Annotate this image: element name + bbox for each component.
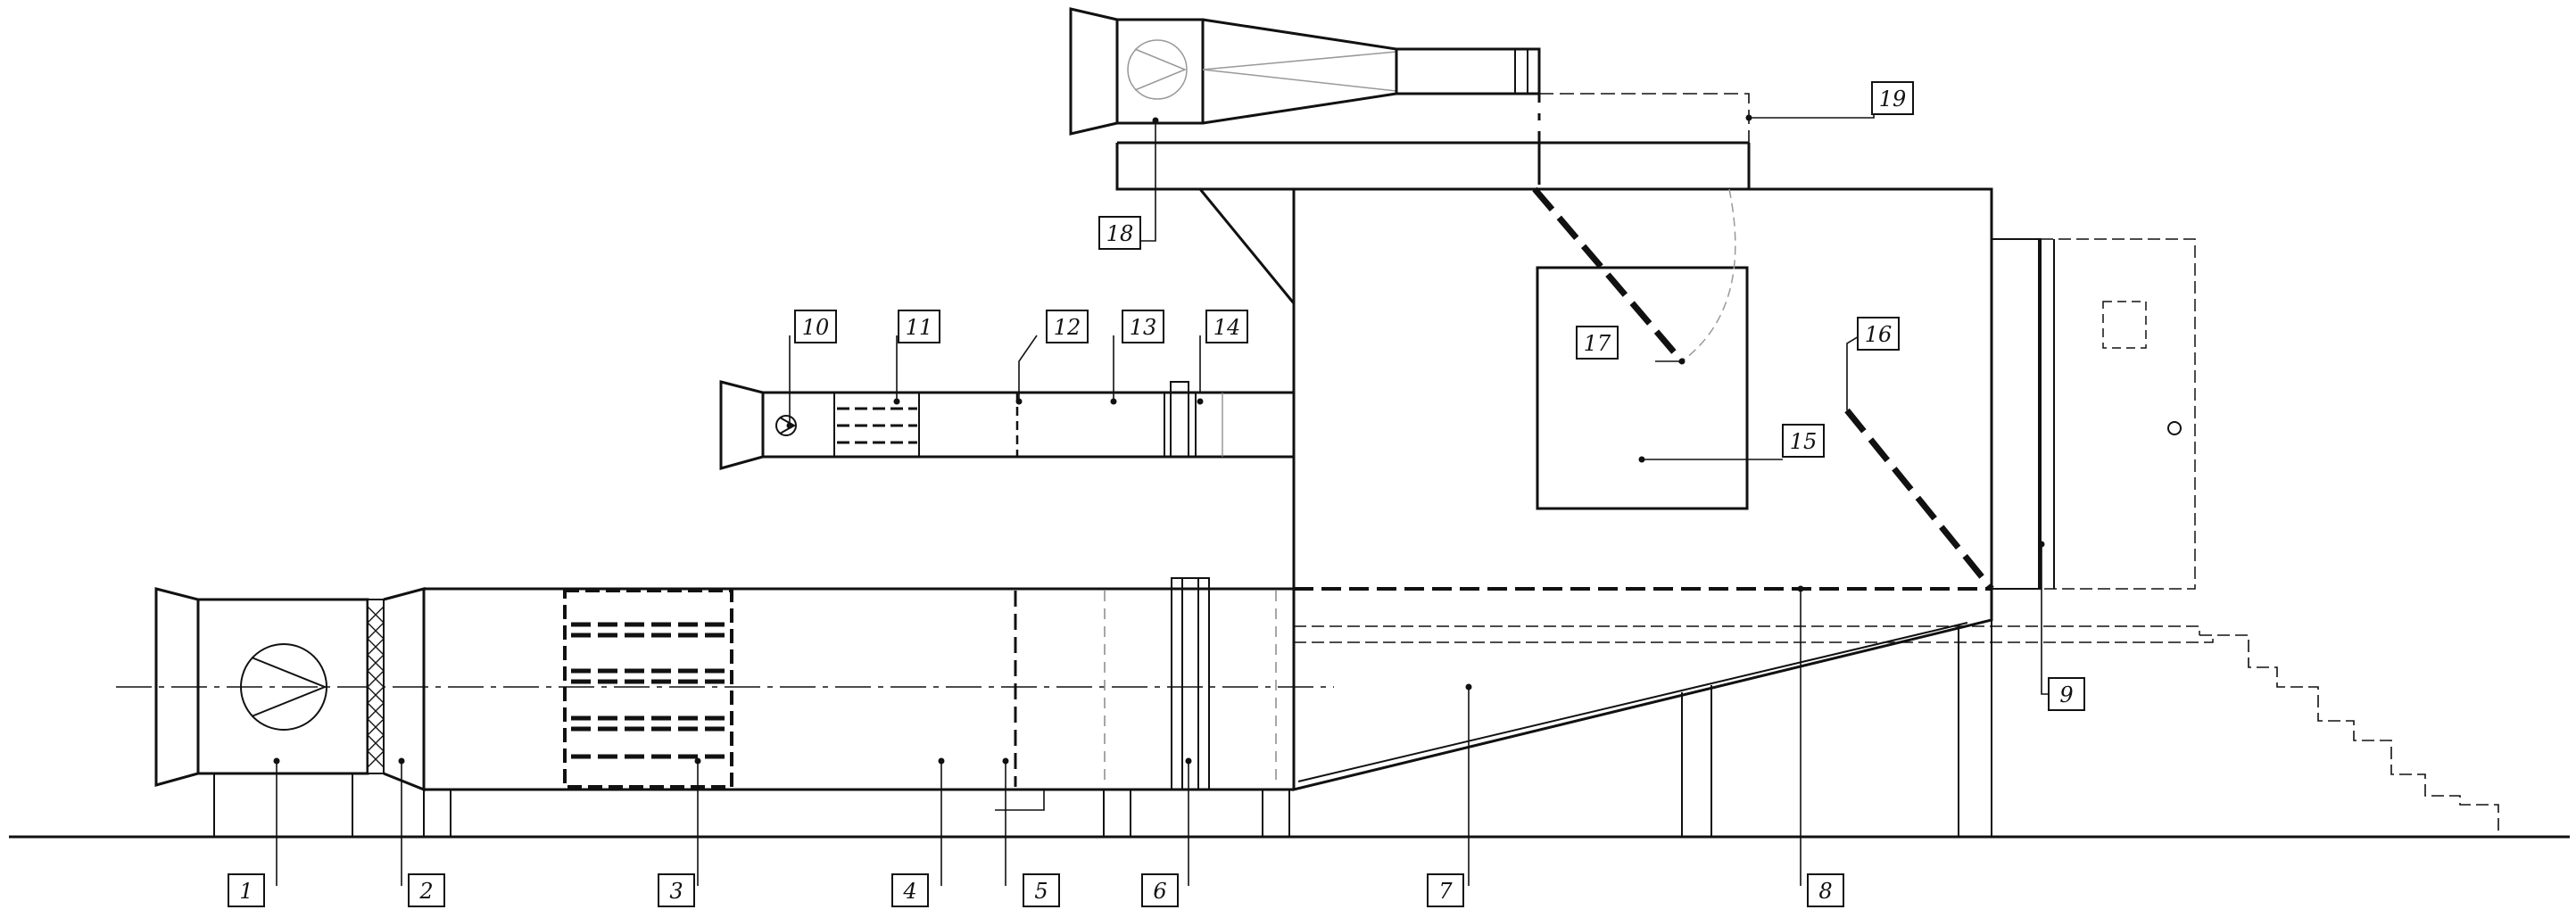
- callout-9: 9: [2048, 677, 2085, 711]
- upper-diffuser-inner: [1202, 51, 1397, 92]
- duct-body: [424, 587, 1294, 791]
- callout-3-label: 3: [669, 879, 683, 904]
- flap-16: [1844, 408, 1994, 591]
- callout-14: 14: [1205, 310, 1248, 343]
- upper-bellmouth: [1069, 7, 1119, 136]
- mid-bellmouth: [719, 380, 765, 470]
- chamber-supports: [1681, 620, 1992, 837]
- lower-duct: [154, 577, 1296, 837]
- ramp-line: [1297, 622, 1968, 782]
- upper-fan-circle: [1127, 39, 1188, 100]
- callout-12: 12: [1046, 310, 1089, 343]
- heat-exchanger: [563, 589, 733, 789]
- observation-window: [1536, 266, 1749, 510]
- callout-16-label: 16: [1865, 322, 1893, 347]
- stairs: [2199, 634, 2499, 837]
- callout-2: 2: [408, 873, 445, 907]
- upper-platform: [1115, 141, 1751, 191]
- upper-fan-housing: [1115, 18, 1205, 125]
- callout-9-label: 9: [2059, 682, 2073, 707]
- upper-duct-body: [1395, 47, 1541, 95]
- transition-section: [383, 587, 426, 792]
- callout-4-label: 4: [902, 879, 916, 904]
- mid-duct-body: [761, 391, 1294, 459]
- callout-7: 7: [1427, 873, 1464, 907]
- callout-10-label: 10: [802, 315, 830, 340]
- rail-dashed: [1294, 625, 2214, 643]
- callout-19-label: 19: [1879, 87, 1907, 112]
- callout-7-label: 7: [1438, 879, 1453, 904]
- callout-13-label: 13: [1130, 315, 1157, 340]
- chamber-bracing: [1198, 188, 1296, 304]
- callout-5-label: 5: [1034, 879, 1048, 904]
- callout-16: 16: [1857, 317, 1900, 351]
- probe-holder: [1171, 577, 1210, 790]
- upper-fan-triangle: [1134, 48, 1187, 91]
- upper-diffuser: [1202, 18, 1398, 125]
- callout-19: 19: [1871, 81, 1914, 115]
- side-door: [1991, 238, 2196, 590]
- honeycomb-hatch: [367, 606, 385, 768]
- callout-8-label: 8: [1818, 879, 1832, 904]
- upper-dashed-ext: [1539, 93, 1750, 143]
- callout-17: 17: [1576, 326, 1619, 360]
- callout-13: 13: [1122, 310, 1164, 343]
- callout-11: 11: [898, 310, 940, 343]
- flap-17-arc: [1681, 188, 1736, 362]
- callout-10: 10: [794, 310, 837, 343]
- heat-exchanger-tubes: [571, 622, 727, 759]
- test-chamber: [1198, 186, 2214, 837]
- mid-heater-tubes: [837, 407, 917, 444]
- callout-1-label: 1: [239, 879, 253, 904]
- callout-15: 15: [1782, 424, 1825, 458]
- callout-12-label: 12: [1054, 315, 1081, 340]
- callout-15-label: 15: [1790, 429, 1818, 454]
- callout-8: 8: [1807, 873, 1844, 907]
- leader-lines: [276, 98, 2049, 886]
- upper-duct: [1069, 7, 1751, 191]
- mid-probe-14: [1170, 381, 1189, 458]
- callout-3: 3: [658, 873, 695, 907]
- callout-6-label: 6: [1153, 879, 1166, 904]
- door-handle: [2167, 421, 2182, 435]
- door-window: [2102, 301, 2147, 349]
- callout-6: 6: [1141, 873, 1179, 907]
- callout-5: 5: [1023, 873, 1060, 907]
- callout-4: 4: [891, 873, 929, 907]
- fan-triangle: [251, 657, 327, 717]
- callout-14-label: 14: [1213, 315, 1241, 340]
- callout-18: 18: [1098, 216, 1141, 250]
- flap-17: [1532, 186, 1685, 364]
- callout-18-label: 18: [1106, 221, 1134, 246]
- callout-1: 1: [228, 873, 265, 907]
- callout-17-label: 17: [1584, 331, 1611, 356]
- duct-legs: [213, 773, 1290, 837]
- mid-fan-triangle: [779, 417, 797, 434]
- callout-11-label: 11: [906, 315, 933, 340]
- middle-duct: [719, 380, 1294, 470]
- callout-2-label: 2: [418, 879, 433, 904]
- door-frame: [1991, 238, 2042, 590]
- marker-dots: [273, 114, 2045, 765]
- door-dashed-outline: [2041, 238, 2196, 590]
